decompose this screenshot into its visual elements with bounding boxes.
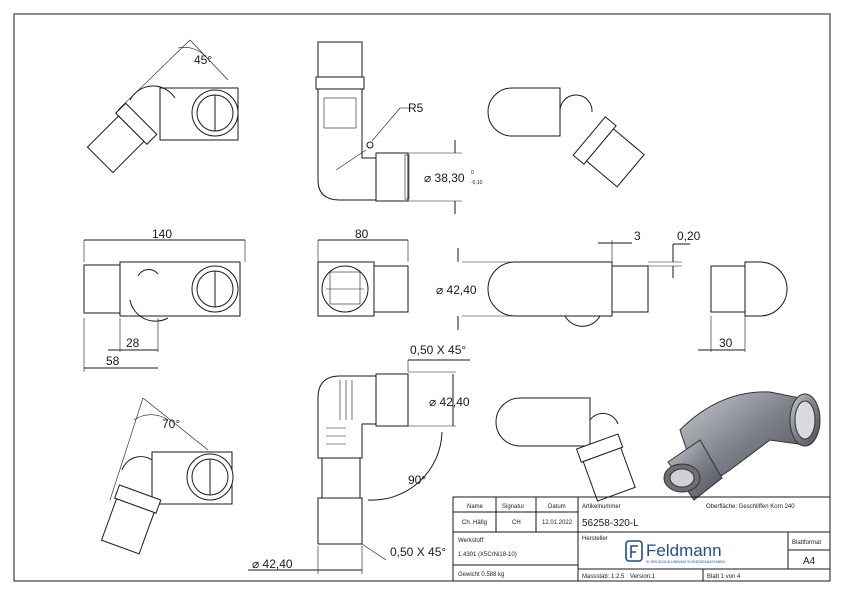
dim-30-label: 30 xyxy=(719,336,733,350)
diameter-42-3-label: ⌀ 42,40 xyxy=(252,557,293,571)
view-45-deg: 45° xyxy=(86,39,239,174)
view-bottom-right xyxy=(495,397,636,502)
view-top-right xyxy=(487,87,645,188)
view-70-deg: 70° xyxy=(100,397,234,555)
view-top-80: 80 xyxy=(317,227,409,317)
view-side-42: ⌀ 42,40 3 0,20 xyxy=(436,229,701,330)
tol-lower: -0,10 xyxy=(471,180,483,186)
view-section-elbow: 0,50 X 45° ⌀ 42,40 90° 0,50 X 45° ⌀ 42,4… xyxy=(248,343,470,574)
gewicht-value: Gewicht 0.588 kg xyxy=(458,572,504,578)
hersteller-label: Hersteller xyxy=(582,536,608,542)
name-value: Ch. Häfig xyxy=(462,520,487,526)
massstab-value: Massstab: 1:2.5 xyxy=(582,574,625,580)
blatt-value: Blatt 1 von 4 xyxy=(707,574,741,580)
datum-value: 12.01.2022 xyxy=(542,520,573,526)
blattformat-label: Blattformat xyxy=(792,540,821,546)
dim-28-label: 28 xyxy=(126,336,140,350)
tol-upper: 0 xyxy=(471,170,474,176)
col-datum-label: Datum xyxy=(548,504,566,510)
dim-3-label: 3 xyxy=(634,229,641,243)
radius-label: R5 xyxy=(408,101,424,115)
diameter-42-label: ⌀ 42,40 xyxy=(436,283,477,297)
dim-020-label: 0,20 xyxy=(677,229,701,243)
col-name-label: Name xyxy=(467,504,484,510)
view-end-30: 30 xyxy=(698,261,788,352)
length-140-label: 140 xyxy=(152,227,172,241)
signatur-value: CH xyxy=(512,520,521,526)
artikel-label: Artikelnummer xyxy=(582,504,621,510)
chamfer-bottom-label: 0,50 X 45° xyxy=(390,545,446,559)
blattformat-value: A4 xyxy=(803,556,816,567)
title-block: Name Signatur Datum Ch. Häfig CH 12.01.2… xyxy=(452,496,831,582)
isometric-render xyxy=(663,391,821,501)
version-value: Version:1 xyxy=(630,574,656,580)
chamfer-top-label: 0,50 X 45° xyxy=(410,343,466,357)
angle-90-label: 90° xyxy=(408,473,426,487)
sheet-frame xyxy=(13,13,831,582)
logo-tagline: SCHEIDEGG ALUMINIUM SCHNEIDEMASCHINEN xyxy=(646,560,725,564)
dim-58-label: 58 xyxy=(106,354,120,368)
view-front-elbow: R5 ⌀ 38,30 0 -0,10 xyxy=(315,41,483,214)
col-signatur-label: Signatur xyxy=(502,504,524,510)
logo-text: Feldmann xyxy=(646,541,722,560)
artikel-value: 56258-320-L xyxy=(582,518,639,529)
view-side-140: 140 28 58 xyxy=(83,227,246,372)
diameter-42-2-label: ⌀ 42,40 xyxy=(429,395,470,409)
feldmann-logo: Feldmann SCHEIDEGG ALUMINIUM SCHNEIDEMAS… xyxy=(625,540,725,564)
werkstoff-label: Werkstoff: xyxy=(458,538,485,544)
angle-70-label: 70° xyxy=(162,417,180,431)
width-80-label: 80 xyxy=(355,227,369,241)
oberflaeche-value: Oberfläche: Geschliffen Korn 240 xyxy=(706,504,795,510)
angle-45-label: 45° xyxy=(194,53,212,67)
werkstoff-value: 1.4301 (X5CrNi18-10) xyxy=(458,552,517,558)
diameter-tol-label: ⌀ 38,30 xyxy=(424,171,465,185)
